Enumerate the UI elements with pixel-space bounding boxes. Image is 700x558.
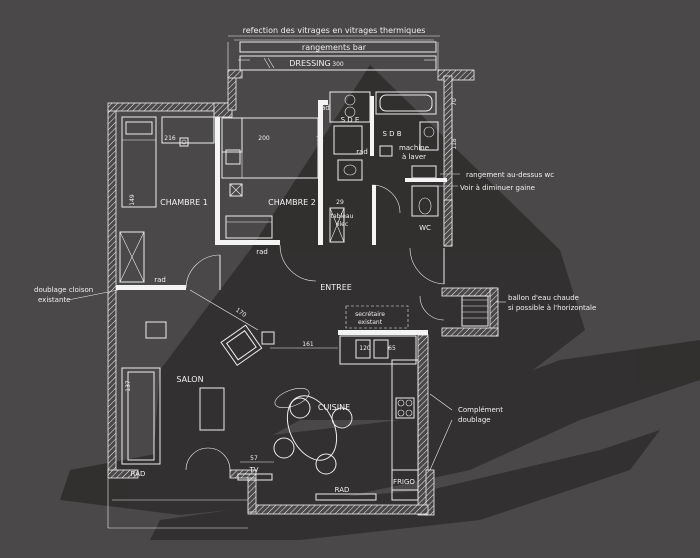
annotation-complement-2: doublage — [458, 416, 491, 424]
room-salon: SALON — [176, 375, 203, 384]
dim-118: 118 — [451, 138, 458, 150]
bed-chambre2 — [221, 117, 319, 239]
dim-216: 216 — [164, 135, 176, 142]
annotation-ballon-1: ballon d'eau chaude — [508, 294, 579, 302]
dim-149: 149 — [129, 194, 136, 206]
annotation-doublage-2: existante — [38, 296, 70, 304]
room-cuisine: CUISINE — [318, 403, 350, 412]
tv-label: TV — [248, 466, 258, 474]
wardrobe-chambre1 — [119, 231, 145, 283]
machine-label-2: à laver — [402, 153, 426, 161]
dim-161: 161 — [302, 341, 314, 348]
dim-120: 120 — [359, 345, 371, 352]
secretaire — [345, 305, 409, 329]
rad-label-3: rad — [318, 104, 330, 112]
dim-57: 57 — [250, 455, 258, 462]
room-wc: WC — [419, 224, 431, 232]
dressing-dim: 300 — [332, 61, 344, 68]
doors — [185, 184, 445, 471]
rad-label-2: rad — [256, 248, 268, 256]
annotation-ballon-2: si possible à l'horizontale — [508, 304, 596, 312]
annotation-doublage-1: doublage cloison — [34, 286, 93, 294]
tableau-label-1: tableau — [331, 213, 354, 220]
dim-71: 71 — [316, 136, 324, 143]
dressing-area — [227, 35, 440, 71]
sdb-fixtures — [375, 91, 439, 157]
room-entree: ENTREE — [320, 283, 352, 292]
dim-70: 70 — [451, 98, 458, 106]
rad-label-4: rad — [356, 148, 368, 156]
tableau-label-2: élec — [336, 221, 348, 228]
rad-label-5: RAD — [131, 470, 146, 478]
dim-65: 65 — [388, 345, 396, 352]
annotation-complement-1: Complément — [458, 406, 503, 414]
secretaire-label-2: existant — [358, 319, 383, 326]
annotation-leaders — [67, 173, 506, 471]
ballon-eau-chaude — [461, 295, 489, 327]
bed-chambre1 — [121, 116, 215, 208]
rad-label-1: rad — [154, 276, 166, 284]
room-chambre1: CHAMBRE 1 — [160, 198, 208, 207]
room-chambre2: CHAMBRE 2 — [268, 198, 316, 207]
dim-137: 137 — [125, 380, 132, 392]
top-note: refection des vitrages en vitrages therm… — [243, 26, 426, 35]
wc-fixtures — [411, 165, 439, 217]
salon-furniture — [121, 289, 275, 465]
room-sde: S D E — [341, 116, 360, 124]
elec-panel — [329, 207, 345, 243]
sde-fixtures — [329, 91, 371, 181]
frigo-label: FRIGO — [393, 478, 415, 486]
balcony — [107, 478, 248, 529]
room-sdb: S D B — [382, 130, 401, 138]
secretaire-label-1: secrétaire — [355, 311, 385, 318]
machine-label-1: machine — [399, 144, 429, 152]
annotation-rangement-wc: rangement au-dessus wc — [466, 171, 554, 179]
kitchen-counter — [339, 335, 419, 501]
dim-29: 29 — [336, 199, 344, 206]
annotation-gaine: Voir à diminuer gaine — [460, 184, 535, 192]
dim-200: 200 — [258, 135, 270, 142]
rad-label-6: RAD — [335, 486, 350, 494]
dining-table — [273, 387, 353, 475]
rangements-bar-label: rangements bar — [302, 43, 367, 52]
dressing-label: DRESSING — [289, 59, 330, 68]
